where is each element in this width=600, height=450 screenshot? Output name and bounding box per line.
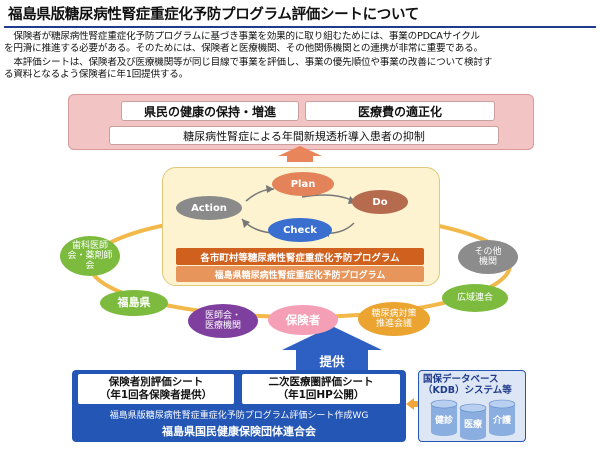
goal-cost: 医療費の適正化: [305, 101, 495, 121]
node-insurer: 保険者: [268, 305, 338, 335]
goal-box: 県民の健康の保持・増進 医療費の適正化 糖尿病性腎症による年間新規透析導入患者の…: [68, 94, 534, 150]
node-regional-union: 広域連合: [442, 284, 508, 312]
provide-arrow: [282, 326, 382, 372]
up-arrow-to-goals: [278, 146, 322, 162]
pdca-do: Do: [352, 190, 408, 214]
prefectural-program-bar: 福島県糖尿病性腎症重症化予防プログラム: [176, 266, 424, 282]
db-cylinder-icon: [430, 399, 458, 436]
provide-label: 提供: [319, 353, 345, 369]
wg-label: 福島県版糖尿病性腎症重症化予防プログラム評価シート作成WG: [109, 411, 369, 421]
intro-line-2: を円滑に推進する必要がある。そのためには、保険者と医療機関、その他関係機関との連…: [4, 43, 483, 54]
db-cylinder-icon: [488, 399, 516, 436]
kdb-title: 国保データベース （KDB）システム等: [423, 374, 512, 396]
pdca-cycle: [241, 185, 358, 237]
region-eval-sheet: 二次医療圏評価シート （年1回HP公開）: [242, 374, 400, 404]
db-cylinder-icon: [459, 403, 487, 440]
insurer-eval-sheet: 保険者別評価シート （年1回各保険者提供）: [78, 374, 234, 404]
db-medical-label: 医療: [464, 420, 483, 430]
kdb-panel: 国保データベース （KDB）システム等 健診 医療 介護: [418, 370, 526, 442]
union-panel: 保険者別評価シート （年1回各保険者提供） 二次医療圏評価シート （年1回HP公…: [72, 370, 406, 442]
municipal-program-bar: 各市町村等糖尿病性腎症重症化予防プログラム: [176, 248, 424, 265]
node-other-agencies: その他 機関: [458, 240, 518, 274]
pdca-plan: Plan: [272, 172, 334, 196]
pdca-check: Check: [268, 218, 332, 242]
goal-dialysis: 糖尿病性腎症による年間新規透析導入患者の抑制: [109, 126, 499, 145]
database-icons: [430, 399, 516, 440]
intro-line-1: 保険者が糖尿病性腎症重症化予防プログラムに基づき事業を効果的に取り組むためには、…: [4, 31, 480, 42]
page-title: 福島県版糖尿病性腎症重症化予防プログラム評価シートについて: [8, 7, 419, 23]
kdb-arrow: [406, 398, 418, 410]
node-promotion-council: 糖尿病対策 推進会議: [358, 302, 430, 336]
node-medical-assoc: 医師会・ 医療機関: [188, 304, 258, 338]
goal-health: 県民の健康の保持・増進: [121, 101, 299, 121]
node-dental-pharma: 歯科医師 会・薬剤師 会: [60, 236, 120, 276]
pdca-action: Action: [176, 196, 242, 220]
db-care-label: 介護: [493, 416, 512, 426]
db-health-label: 健診: [435, 416, 454, 426]
title-underline: [4, 26, 596, 28]
intro-line-4: る資料となるよう保険者に年1回提供する。: [4, 69, 189, 80]
node-fukushima-pref: 福島県: [100, 290, 168, 316]
union-label: 福島県国民健康保険団体連合会: [162, 425, 316, 438]
intro-line-3: 本評価シートは、保険者及び医療機関等が同じ目線で事業を評価し、事業の優先順位や事…: [4, 57, 493, 68]
